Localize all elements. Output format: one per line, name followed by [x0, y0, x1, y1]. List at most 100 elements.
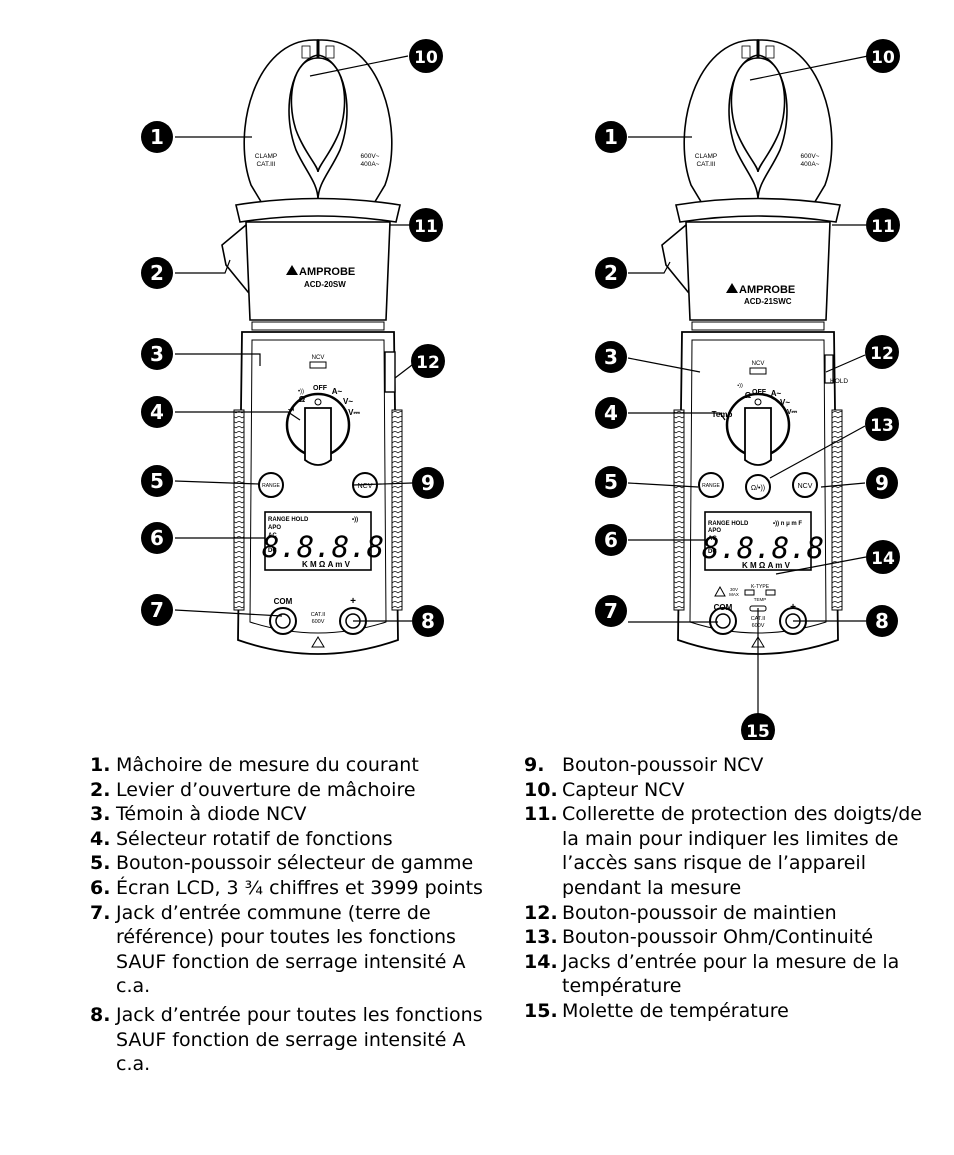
dial-ohm: Ω: [745, 391, 752, 400]
lcd-units: K M Ω A m V: [742, 561, 791, 570]
callout-7: 7: [595, 595, 627, 627]
jaw-left-line1: CLAMP: [695, 153, 717, 160]
legend-num: 1.: [90, 754, 111, 776]
svg-text:2: 2: [604, 261, 618, 285]
lcd-beep: •)): [352, 517, 358, 523]
legend-item: 8.Jack d’entrée pour toutes les fonction…: [90, 1003, 500, 1077]
dial-v-dc: V⎓: [787, 409, 798, 416]
legend-item: 10.Capteur NCV: [524, 778, 934, 803]
callouts-left: 1 2 3 4 5 6 7 8 9 10 11 12: [141, 39, 445, 637]
legend-num: 12.: [524, 901, 558, 924]
legend-text: Bouton-poussoir Ohm/Continuité: [562, 926, 874, 949]
legend-item: 9.Bouton-poussoir NCV: [524, 753, 934, 778]
range-button[interactable]: RANGE: [262, 483, 280, 489]
callout-5: 5: [595, 466, 627, 498]
dial-off: OFF: [313, 385, 328, 392]
range-button[interactable]: RANGE: [702, 483, 720, 489]
callout-3: 3: [141, 338, 173, 370]
callout-11: 11: [866, 208, 900, 242]
callout-9: 9: [866, 467, 898, 499]
com-label: COM: [714, 603, 733, 612]
callout-8: 8: [412, 605, 444, 637]
temp-jack-left[interactable]: [744, 589, 755, 596]
jaw-right-line2: 400A~: [801, 161, 820, 168]
callout-12: 12: [865, 335, 899, 369]
legend-num: 2.: [90, 778, 111, 801]
callouts-right: 1 2 3 4 5 6 7 8 9 10 11 12 13 14 15: [595, 39, 900, 740]
lcd-apo: APO: [268, 525, 281, 531]
legend-num: 4.: [90, 827, 111, 850]
lcd-dc: DC: [268, 548, 277, 554]
svg-text:2: 2: [150, 261, 164, 285]
svg-text:6: 6: [150, 526, 164, 550]
legend-text: Mâchoire de mesure du courant: [116, 754, 419, 776]
callout-3: 3: [595, 341, 627, 373]
plus-label: +: [350, 596, 356, 607]
ncv-button[interactable]: NCV: [798, 483, 813, 490]
svg-text:6: 6: [604, 528, 618, 552]
svg-text:15: 15: [746, 722, 770, 740]
legend-left: 1.Mâchoire de mesure du courant 2.Levier…: [90, 753, 500, 1077]
jaw-right-line1: 600V~: [801, 153, 820, 160]
callout-4: 4: [141, 396, 173, 428]
lcd-apo: APO: [708, 528, 721, 534]
legend-text: Jack d’entrée commune (terre de référenc…: [116, 901, 466, 998]
callout-15: 15: [741, 713, 775, 740]
legend-text: Bouton-poussoir sélecteur de gamme: [116, 852, 474, 875]
callout-6: 6: [141, 522, 173, 554]
legend-text: Bouton-poussoir NCV: [562, 754, 764, 776]
svg-text:9: 9: [875, 471, 889, 495]
warning-icon: [714, 585, 726, 597]
ncv-led: [749, 367, 767, 375]
cat-line1: CAT.II: [311, 612, 326, 618]
legend-item: 12.Bouton-poussoir de maintien: [524, 901, 934, 926]
legend-text: Sélecteur rotatif de fonctions: [116, 827, 393, 850]
legend-text: Bouton-poussoir de maintien: [562, 901, 837, 924]
svg-text:5: 5: [150, 469, 164, 493]
svg-text:10: 10: [871, 48, 895, 68]
temp-label: TEMP: [754, 597, 767, 602]
dial-v-ac: V~: [780, 398, 790, 407]
callout-13: 13: [865, 407, 899, 441]
lcd-top: RANGE HOLD: [268, 517, 309, 523]
dial-off: OFF: [752, 389, 767, 396]
svg-text:4: 4: [150, 400, 164, 424]
dial-v-dc: V⎓: [348, 408, 360, 417]
callout-2: 2: [141, 257, 173, 289]
lcd-top: RANGE HOLD: [708, 521, 749, 527]
ohm-continuity-button[interactable]: Ω/•)): [751, 485, 765, 492]
ncv-button[interactable]: NCV: [358, 483, 373, 490]
legend-item: 6.Écran LCD, 3 ¾ chiffres et 3999 points: [90, 876, 500, 901]
com-label: COM: [274, 597, 293, 606]
legend-num: 5.: [90, 852, 111, 875]
jaw-right-line2: 400A~: [361, 161, 380, 168]
amprobe-logo-icon: [286, 265, 298, 275]
ncv-led-label: NCV: [312, 355, 325, 361]
svg-text:4: 4: [604, 401, 618, 425]
legend-num: 15.: [524, 999, 558, 1022]
callout-1: 1: [595, 121, 627, 153]
hold-label: HOLD: [830, 378, 848, 385]
legend-num: 13.: [524, 926, 558, 949]
legend-item: 1.Mâchoire de mesure du courant: [90, 753, 500, 778]
legend-text: Écran LCD, 3 ¾ chiffres et 3999 points: [116, 876, 483, 899]
svg-text:3: 3: [604, 345, 618, 369]
legend-num: 10.: [524, 778, 558, 801]
legend-item: 7.Jack d’entrée commune (terre de référe…: [90, 901, 500, 999]
lcd-top-right: •)) n μ m F: [773, 521, 802, 527]
lcd-ac: AC: [268, 533, 277, 539]
legend-num: 7.: [90, 901, 111, 924]
lcd-digits: 8.8.8.8: [702, 531, 824, 565]
callout-4: 4: [595, 397, 627, 429]
dial-beep: •)): [737, 383, 743, 389]
svg-text:12: 12: [416, 353, 440, 373]
meter-diagram: CLAMP CAT.III 600V~ 400A~ AMPROBE ACD-20…: [141, 38, 900, 740]
legend-text: Jack d’entrée pour toutes les fonctions …: [116, 1003, 483, 1076]
legend-item: 3.Témoin à diode NCV: [90, 802, 500, 827]
temp-jack-right[interactable]: [765, 589, 776, 596]
dial-ohm: Ω: [299, 395, 306, 404]
brand: AMPROBE: [739, 284, 795, 296]
dial-a-ac: A~: [332, 387, 343, 396]
dial-a-ac: A~: [771, 389, 782, 398]
ohm-continuity-button-frame[interactable]: [745, 474, 771, 500]
